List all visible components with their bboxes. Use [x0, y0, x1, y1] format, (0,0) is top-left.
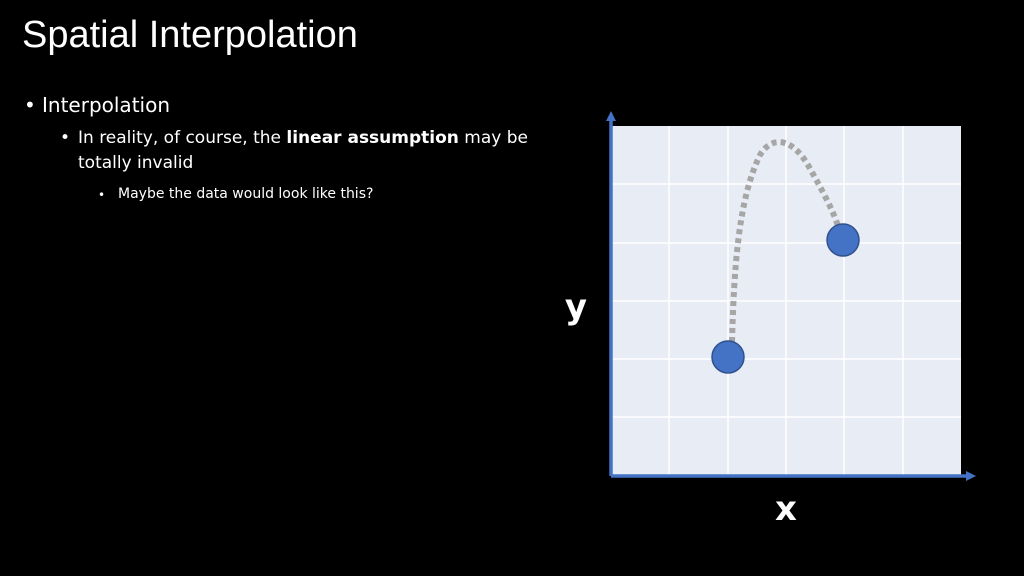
bullet-dot: • — [60, 128, 71, 148]
y-axis-label: y — [565, 287, 587, 327]
bullet-level-3: • Maybe the data would look like this? — [98, 184, 544, 204]
bullet-text: Maybe the data would look like this? — [118, 186, 374, 202]
bullet-level-1: • Interpolation — [24, 92, 544, 118]
x-axis-label: x — [775, 489, 797, 529]
bullet-text: Interpolation — [42, 93, 170, 117]
interpolation-curve — [729, 139, 841, 343]
bullet-text-post: may be totally invalid — [78, 128, 529, 173]
bullet-dot: • — [24, 93, 36, 117]
data-point-upper — [826, 223, 860, 257]
grid — [611, 126, 961, 476]
bullet-dot: • — [98, 188, 106, 202]
bullet-text-bold: linear assumption — [286, 128, 459, 148]
bullet-level-2: • In reality, of course, the linear assu… — [60, 126, 528, 176]
bullet-text-pre: In reality, of course, the — [78, 128, 287, 148]
bullet-list: • Interpolation • In reality, of course,… — [24, 92, 544, 204]
slide-title: Spatial Interpolation — [22, 14, 358, 56]
data-point-lower — [711, 340, 745, 374]
